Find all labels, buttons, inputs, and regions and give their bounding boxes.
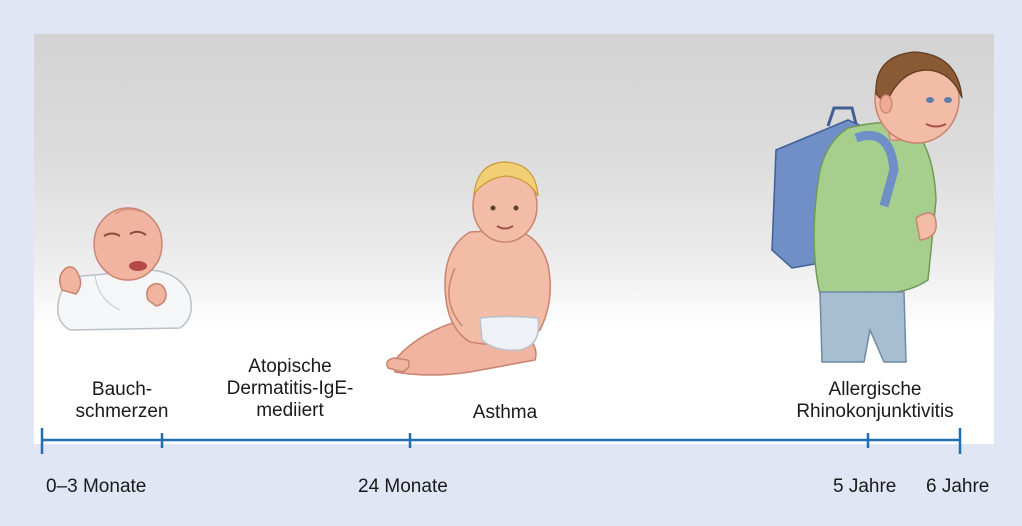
event-label-colic: Bauch- schmerzen — [62, 379, 182, 423]
event-line: Bauch- — [62, 379, 182, 401]
event-label-atopic-dermatitis: Atopische Dermatitis-IgE- mediiert — [205, 356, 375, 422]
tick-label-6-years: 6 Jahre — [926, 476, 989, 498]
crying-infant-illustration — [58, 208, 192, 330]
event-line: Rhinokonjunktivitis — [775, 401, 975, 423]
tick-label-5-years: 5 Jahre — [833, 476, 896, 498]
event-line: Atopische — [205, 356, 375, 378]
event-line: mediiert — [205, 400, 375, 422]
event-label-asthma: Asthma — [455, 402, 555, 424]
sitting-toddler-illustration — [387, 162, 550, 375]
tick-label-24-months: 24 Monate — [358, 476, 448, 498]
event-line: Allergische — [775, 379, 975, 401]
event-line: schmerzen — [62, 401, 182, 423]
tick-label-0-3-months: 0–3 Monate — [46, 476, 146, 498]
event-line: Asthma — [455, 402, 555, 424]
boy-with-backpack-illustration — [772, 52, 962, 362]
timeline-axis — [42, 428, 960, 454]
event-label-allergic-rhinoconjunctivitis: Allergische Rhinokonjunktivitis — [775, 379, 975, 423]
event-line: Dermatitis-IgE- — [205, 378, 375, 400]
